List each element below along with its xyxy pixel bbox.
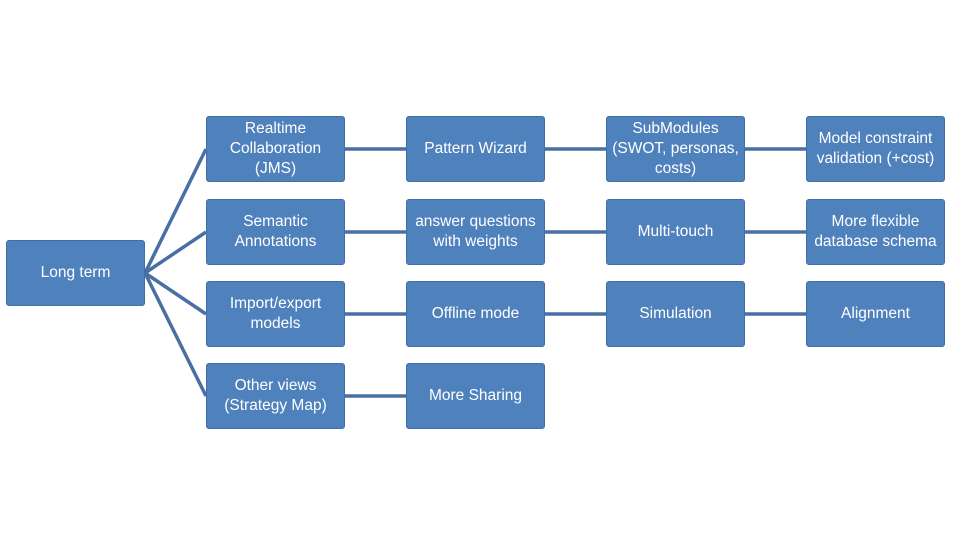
- connector-root-to-other-views: [143, 272, 208, 397]
- node-submodules: SubModules (SWOT, personas, costs): [606, 116, 745, 182]
- node-pattern-wizard: Pattern Wizard: [406, 116, 545, 182]
- node-semantic-annotations: Semantic Annotations: [206, 199, 345, 265]
- node-import-export-models: Import/export models: [206, 281, 345, 347]
- connector-root-to-semantic-annotations: [144, 230, 207, 275]
- connector-root-to-realtime-collaboration: [143, 148, 208, 274]
- node-other-views-strategy-map: Other views (Strategy Map): [206, 363, 345, 429]
- node-simulation: Simulation: [606, 281, 745, 347]
- node-multi-touch: Multi-touch: [606, 199, 745, 265]
- node-realtime-collaboration: Realtime Collaboration (JMS): [206, 116, 345, 182]
- connector-root-to-import-export-models: [144, 271, 207, 316]
- node-model-constraint-validation: Model constraint validation (+cost): [806, 116, 945, 182]
- node-alignment: Alignment: [806, 281, 945, 347]
- node-more-sharing: More Sharing: [406, 363, 545, 429]
- node-offline-mode: Offline mode: [406, 281, 545, 347]
- node-more-flexible-database-schema: More flexible database schema: [806, 199, 945, 265]
- node-long-term: Long term: [6, 240, 145, 306]
- node-answer-questions-with-weights: answer questions with weights: [406, 199, 545, 265]
